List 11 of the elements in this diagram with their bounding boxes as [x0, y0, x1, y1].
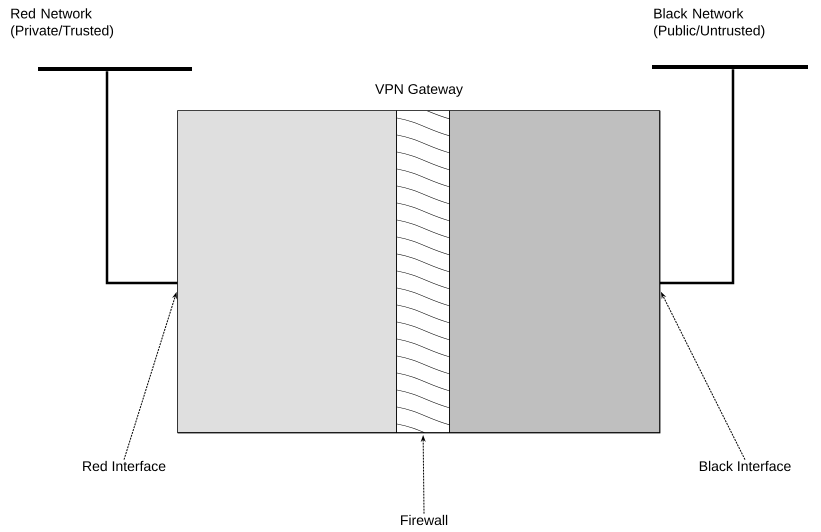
- connection-line: [106, 71, 178, 284]
- connection-line: [660, 69, 734, 284]
- network-label: Black Network (Public/Untrusted): [654, 8, 764, 38]
- network-label: Red Network (Private/Trusted): [11, 8, 114, 38]
- gateway-section: [449, 110, 660, 433]
- firewall-block: [396, 110, 450, 433]
- callout-label: Red Interface: [83, 460, 166, 472]
- node-label: VPN Gateway: [375, 84, 463, 97]
- callout-label: Firewall: [401, 514, 448, 526]
- callout-label: Black Interface: [700, 460, 791, 472]
- gateway-section: [177, 110, 397, 433]
